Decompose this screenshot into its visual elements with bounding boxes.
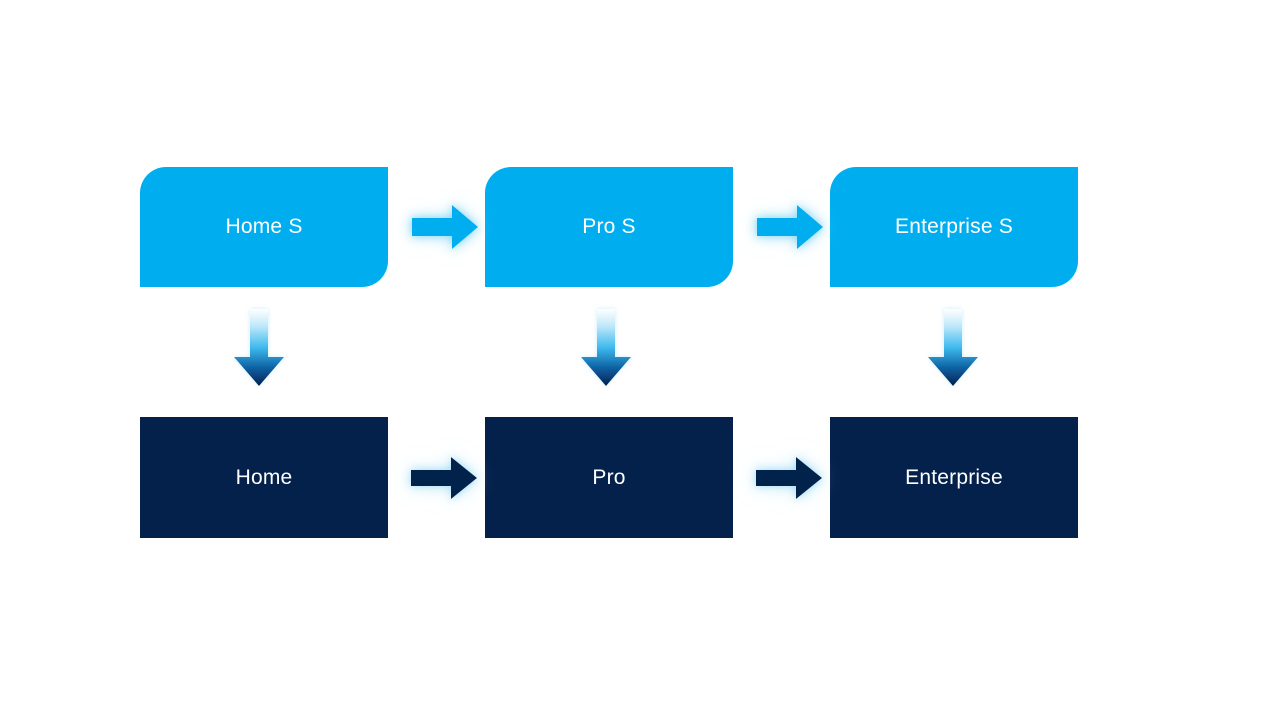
arrow-pro-s-to-pro [578, 308, 634, 388]
node-home-s[interactable]: Home S [140, 167, 388, 287]
arrow-home-to-pro [408, 453, 480, 503]
node-label-enterprise-s: Enterprise S [895, 215, 1013, 239]
node-label-home-s: Home S [225, 215, 303, 239]
arrow-pro-to-enterprise [753, 453, 825, 503]
node-pro-s[interactable]: Pro S [485, 167, 733, 287]
node-pro[interactable]: Pro [485, 417, 733, 538]
node-label-enterprise: Enterprise [905, 465, 1003, 489]
node-label-pro-s: Pro S [582, 215, 636, 239]
node-enterprise[interactable]: Enterprise [830, 417, 1078, 538]
arrow-pro-s-to-enterprise-s [755, 202, 825, 252]
arrow-enterprise-s-to-enterprise [925, 308, 981, 388]
node-label-home: Home [235, 465, 293, 489]
arrow-home-s-to-home [231, 308, 287, 388]
node-label-pro: Pro [592, 465, 626, 489]
node-enterprise-s[interactable]: Enterprise S [830, 167, 1078, 287]
arrow-home-s-to-pro-s [410, 202, 480, 252]
node-home[interactable]: Home [140, 417, 388, 538]
